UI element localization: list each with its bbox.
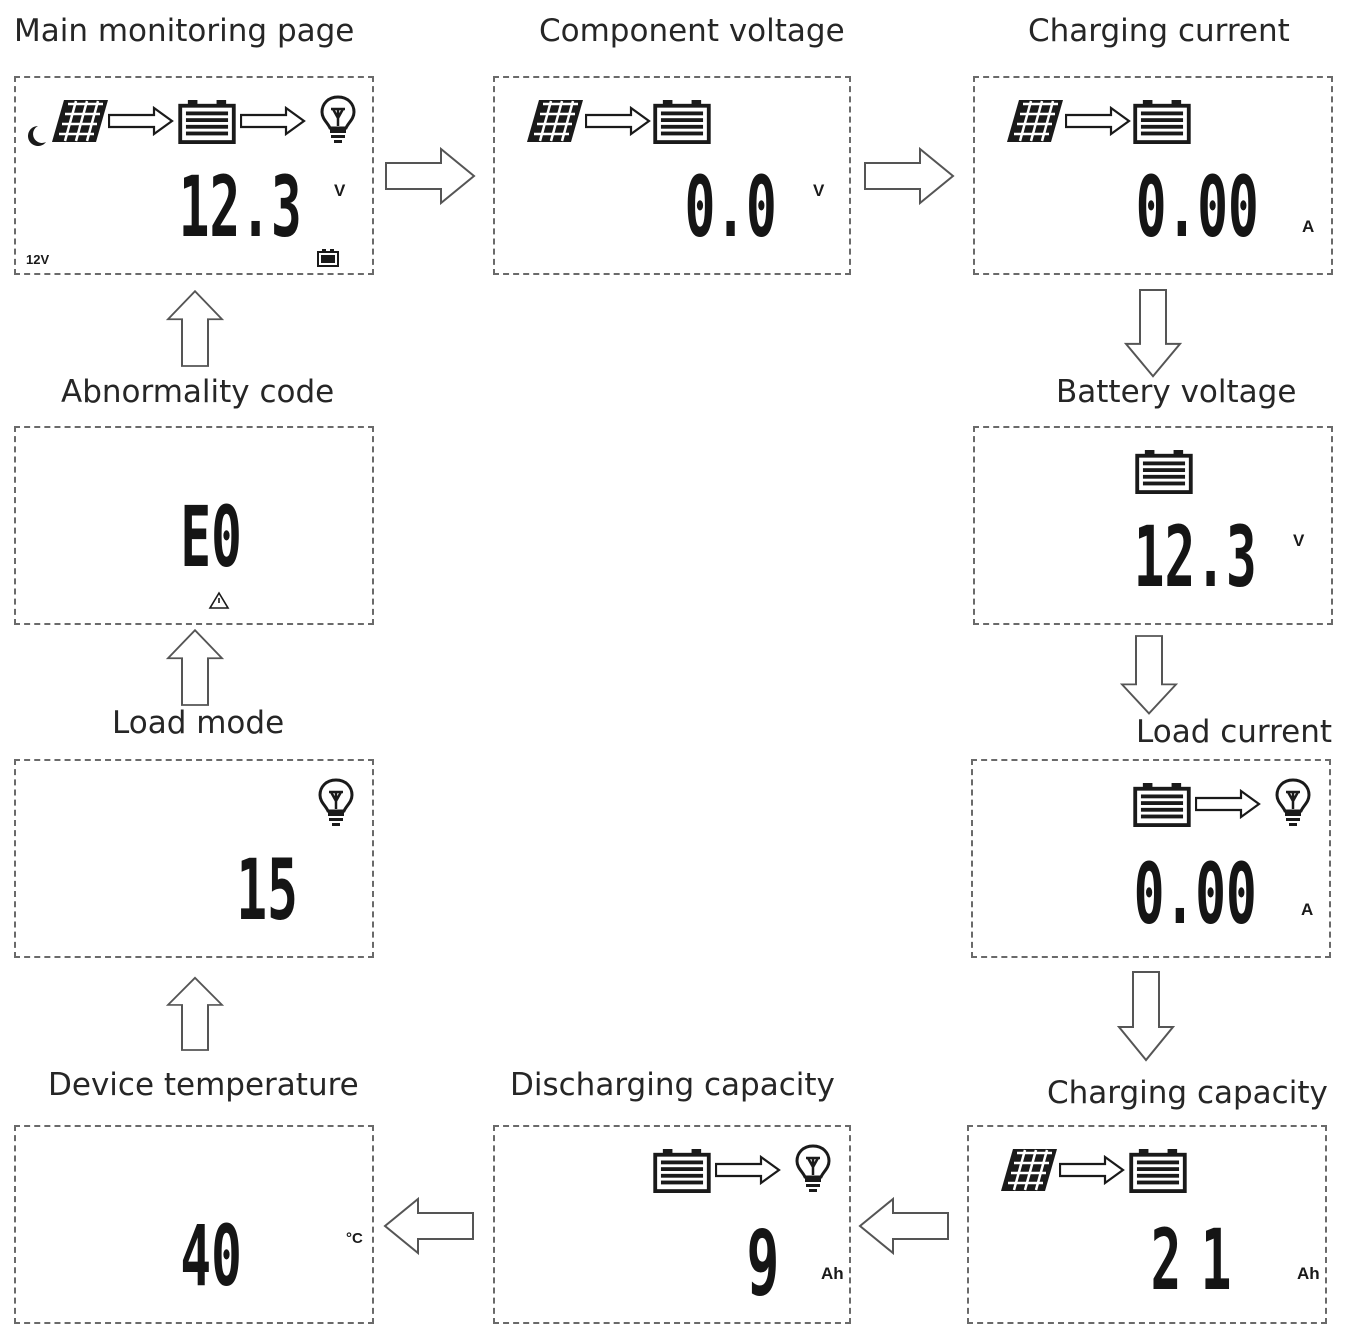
screen-charging-current: 0.00 A bbox=[973, 76, 1333, 275]
title-device-temperature: Device temperature bbox=[48, 1067, 359, 1103]
charging-capacity-unit: Ah bbox=[1297, 1264, 1320, 1283]
solar-panel-icon bbox=[50, 98, 110, 144]
title-battery-voltage: Battery voltage bbox=[1056, 374, 1297, 410]
flow-arrow-icon bbox=[240, 106, 306, 136]
main-icon-row bbox=[27, 95, 356, 267]
flow-arrow-icon bbox=[1059, 1155, 1125, 1185]
system-voltage-label: 12V bbox=[26, 252, 50, 267]
battery-icon bbox=[1133, 783, 1191, 827]
warning-icon bbox=[208, 591, 230, 609]
battery-voltage-unit: V bbox=[1293, 531, 1305, 550]
load-current-unit: A bbox=[1301, 900, 1314, 919]
arrow-main-to-component bbox=[385, 148, 475, 204]
arrow-component-to-charging-current bbox=[864, 148, 954, 204]
solar-panel-icon bbox=[525, 98, 585, 144]
component-voltage-value: 0.0 bbox=[684, 157, 777, 257]
arrow-load-mode-to-abnormality bbox=[167, 629, 223, 706]
arrow-charging-capacity-to-discharging bbox=[859, 1198, 949, 1254]
arrow-temperature-to-load-mode bbox=[167, 976, 223, 1051]
charging-current-unit: A bbox=[1302, 217, 1315, 236]
flow-arrow-icon bbox=[715, 1155, 781, 1185]
battery-icon bbox=[1129, 1149, 1187, 1193]
screen-load-current: 0.00 A bbox=[971, 759, 1331, 958]
component-voltage-unit: V bbox=[813, 181, 825, 200]
main-value: 12.3 bbox=[179, 157, 302, 257]
solar-panel-icon bbox=[999, 1147, 1059, 1193]
load-current-value: 0.00 bbox=[1134, 844, 1257, 944]
battery-icon bbox=[1135, 450, 1193, 494]
arrow-discharging-to-temperature bbox=[384, 1198, 474, 1254]
screen-component-voltage: 0.0 V bbox=[493, 76, 851, 275]
arrow-charging-current-to-battery bbox=[1125, 289, 1181, 378]
arrow-abnormality-to-main bbox=[167, 290, 223, 367]
battery-icon bbox=[653, 100, 711, 144]
title-load-mode: Load mode bbox=[112, 705, 285, 741]
flow-arrow-icon bbox=[1065, 106, 1131, 136]
screen-charging-capacity: 21 Ah bbox=[967, 1125, 1327, 1324]
discharging-capacity-value: 9 bbox=[746, 1210, 779, 1317]
title-abnormality-code: Abnormality code bbox=[61, 374, 335, 410]
load-mode-value: 15 bbox=[236, 840, 298, 940]
battery-icon bbox=[653, 1149, 711, 1193]
battery-icon bbox=[178, 100, 236, 144]
solar-panel-icon bbox=[1005, 98, 1065, 144]
bulb-icon bbox=[320, 95, 356, 144]
main-unit: V bbox=[334, 181, 346, 200]
flow-arrow-icon bbox=[1195, 789, 1261, 819]
bulb-icon bbox=[795, 1144, 831, 1193]
battery-level-icon bbox=[317, 249, 339, 267]
screen-load-mode: 15 bbox=[14, 759, 374, 958]
screen-main-monitoring: 12.3 V 12V bbox=[14, 76, 374, 275]
screen-abnormality-code: E0 bbox=[14, 426, 374, 625]
title-charging-current: Charging current bbox=[1028, 13, 1290, 49]
charging-capacity-value: 21 bbox=[1150, 1210, 1251, 1310]
arrow-load-current-to-charging-capacity bbox=[1118, 971, 1174, 1061]
screen-battery-voltage: 12.3 V bbox=[973, 426, 1333, 625]
abnormality-code-value: E0 bbox=[180, 487, 242, 587]
arrow-battery-to-load-current bbox=[1121, 635, 1177, 715]
discharging-capacity-unit: Ah bbox=[821, 1264, 844, 1283]
title-load-current: Load current bbox=[1136, 714, 1333, 750]
flow-arrow-icon bbox=[108, 106, 174, 136]
flow-arrow-icon bbox=[585, 106, 651, 136]
title-charging-capacity: Charging capacity bbox=[1047, 1075, 1328, 1111]
title-discharging-capacity: Discharging capacity bbox=[510, 1067, 835, 1103]
screen-device-temperature: 40 °C bbox=[14, 1125, 374, 1324]
device-temperature-value: 40 bbox=[180, 1206, 242, 1306]
moon-icon bbox=[27, 126, 46, 146]
device-temperature-unit: °C bbox=[346, 1230, 363, 1247]
battery-icon bbox=[1133, 100, 1191, 144]
bulb-icon bbox=[318, 778, 354, 827]
screen-discharging-capacity: 9 Ah bbox=[493, 1125, 851, 1324]
battery-voltage-value: 12.3 bbox=[1134, 507, 1257, 607]
title-main-monitoring: Main monitoring page bbox=[14, 13, 355, 49]
title-component-voltage: Component voltage bbox=[539, 13, 845, 49]
bulb-icon bbox=[1275, 778, 1311, 827]
charging-current-value: 0.00 bbox=[1136, 157, 1259, 257]
